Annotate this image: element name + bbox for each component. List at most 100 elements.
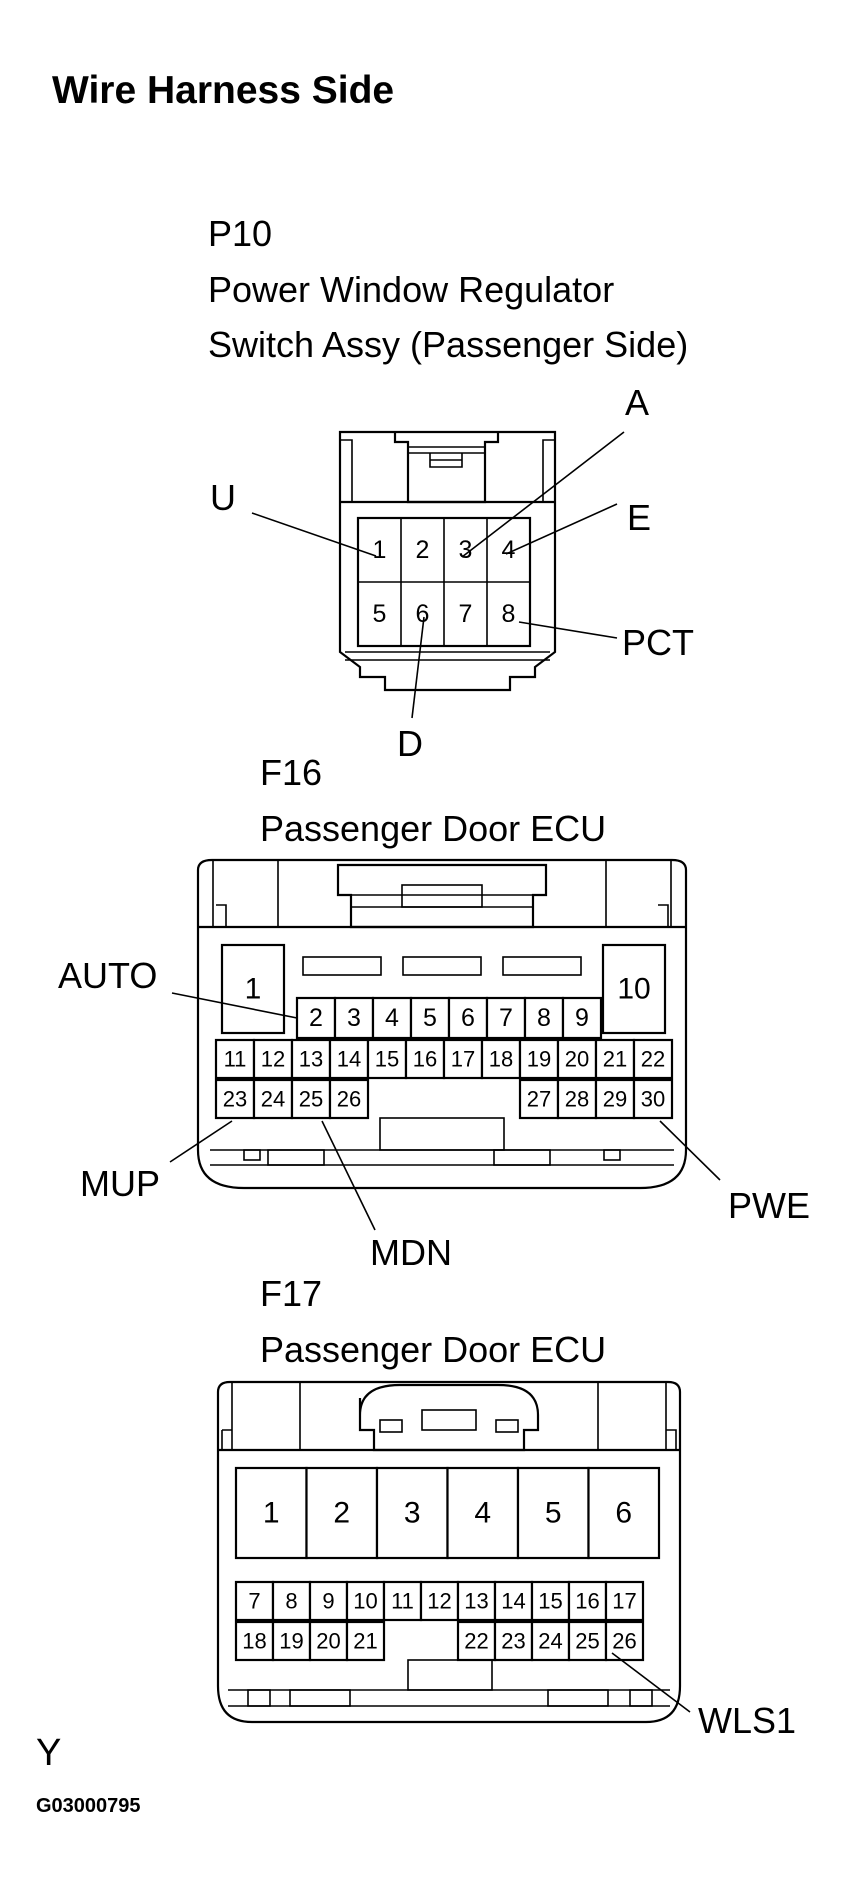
callout-pct-label: PCT — [622, 622, 694, 663]
f16-pin-17: 17 — [451, 1047, 475, 1072]
f17-pin-6: 6 — [615, 1497, 632, 1530]
f16-pin-26: 26 — [337, 1087, 361, 1112]
callout-line-mup — [169, 1120, 233, 1163]
footer-code: G03000795 — [36, 1795, 141, 1817]
f17-pin-18: 18 — [242, 1629, 266, 1654]
p10-pin-6: 6 — [416, 600, 430, 628]
f17-pin-8-cavity — [271, 1580, 312, 1622]
f16-pin-22-cavity — [632, 1038, 674, 1080]
f16-pin-25-cavity — [290, 1078, 332, 1120]
f16-pin-4: 4 — [385, 1004, 399, 1032]
f16-pin-14: 14 — [337, 1047, 361, 1072]
f16-pin-5-cavity — [409, 996, 451, 1040]
callout-line-mdn — [321, 1120, 376, 1231]
connector-f17-name: Passenger Door ECU — [260, 1329, 606, 1370]
p10-pin-7: 7 — [459, 600, 473, 628]
f16-pin-13: 13 — [299, 1047, 323, 1072]
f16-pin-8-cavity — [523, 996, 565, 1040]
f17-pin-9-cavity — [308, 1580, 349, 1622]
callout-pwe-label: PWE — [728, 1185, 810, 1226]
f17-pin-13: 13 — [464, 1589, 488, 1614]
f17-pin-14: 14 — [501, 1589, 525, 1614]
f16-pin-7-cavity — [485, 996, 527, 1040]
callout-e-label: E — [627, 497, 651, 538]
connector-f17-id: F17 — [260, 1273, 322, 1314]
f17-pin-21: 21 — [353, 1629, 377, 1654]
f17-pin-23-cavity — [493, 1620, 534, 1662]
f17-pin-4: 4 — [474, 1497, 491, 1530]
connector-p10-name-line2: Switch Assy (Passenger Side) — [208, 324, 688, 365]
f16-pin-4-cavity — [371, 996, 413, 1040]
f16-pin-16-cavity — [404, 1038, 446, 1080]
f16-pin-9: 9 — [575, 1004, 589, 1032]
f16-pin-7: 7 — [499, 1004, 513, 1032]
f17-pin-26: 26 — [612, 1629, 636, 1654]
f17-pin-19: 19 — [279, 1629, 303, 1654]
connector-f16-id: F16 — [260, 752, 322, 793]
f16-pin-23: 23 — [223, 1087, 247, 1112]
f17-pin-11: 11 — [391, 1589, 414, 1614]
f17-pin-3: 3 — [404, 1497, 421, 1530]
callout-line-a — [461, 431, 625, 558]
f17-pin-17-cavity — [604, 1580, 645, 1622]
callout-line-u — [251, 512, 377, 557]
p10-pin-8: 8 — [502, 600, 516, 628]
connector-f16: F16 Passenger Door ECU — [58, 752, 810, 1273]
f16-pin-21: 21 — [603, 1047, 627, 1072]
f16-pin-8: 8 — [537, 1004, 551, 1032]
callout-line-pwe — [659, 1120, 721, 1181]
f16-pin-6: 6 — [461, 1004, 475, 1032]
callout-line-auto — [171, 992, 298, 1019]
f16-pin-12: 12 — [261, 1047, 285, 1072]
f17-pin-10: 10 — [353, 1589, 377, 1614]
f16-pin-3-cavity — [333, 996, 375, 1040]
callout-line-wls1 — [611, 1652, 691, 1713]
f17-pin-18-cavity — [234, 1620, 275, 1662]
f16-pin-30-cavity — [632, 1078, 674, 1120]
p10-pin-4: 4 — [502, 536, 516, 564]
f16-pin-25: 25 — [299, 1087, 323, 1112]
callout-line-d — [411, 616, 425, 719]
f17-pin-5-cavity — [516, 1466, 590, 1560]
callout-line-pct — [518, 621, 618, 639]
callout-d-label: D — [397, 723, 423, 764]
f16-pin-5: 5 — [423, 1004, 437, 1032]
f16-pin-28: 28 — [565, 1087, 589, 1112]
f17-pin-15: 15 — [538, 1589, 562, 1614]
f16-pin-27: 27 — [527, 1087, 551, 1112]
f16-pin-17-cavity — [442, 1038, 484, 1080]
f16-pin-18: 18 — [489, 1047, 513, 1072]
p10-pin-1: 1 — [373, 536, 387, 564]
footer-mark: Y — [36, 1732, 61, 1774]
f16-pin-2: 2 — [309, 1004, 323, 1032]
f17-pin-25: 25 — [575, 1629, 599, 1654]
connector-f17-housing — [216, 1380, 682, 1724]
f16-pin-2-cavity — [295, 996, 337, 1040]
f16-pin-29: 29 — [603, 1087, 627, 1112]
f16-pin-18-cavity — [480, 1038, 522, 1080]
f16-pin-22: 22 — [641, 1047, 665, 1072]
f17-pin-8: 8 — [285, 1589, 297, 1614]
f16-pin-24: 24 — [261, 1087, 285, 1112]
f17-pin-24: 24 — [538, 1629, 562, 1654]
f16-pin-20: 20 — [565, 1047, 589, 1072]
f16-pin-16: 16 — [413, 1047, 437, 1072]
f16-pin-20-cavity — [556, 1038, 598, 1080]
connector-f16-name: Passenger Door ECU — [260, 808, 606, 849]
f17-pin-1: 1 — [263, 1497, 280, 1530]
f16-pin-26-cavity — [328, 1078, 370, 1120]
callout-auto-label: AUTO — [58, 955, 157, 996]
callout-line-e — [505, 503, 618, 555]
f17-pin-2: 2 — [333, 1497, 350, 1530]
connector-p10: P10 Power Window Regulator Switch Assy (… — [208, 213, 694, 764]
f16-pin-3: 3 — [347, 1004, 361, 1032]
f16-pin-11: 11 — [224, 1047, 247, 1072]
p10-pin-5: 5 — [373, 600, 387, 628]
f16-pin-10: 10 — [617, 973, 650, 1006]
connector-p10-housing — [338, 430, 557, 692]
page-title: Wire Harness Side — [52, 69, 394, 112]
